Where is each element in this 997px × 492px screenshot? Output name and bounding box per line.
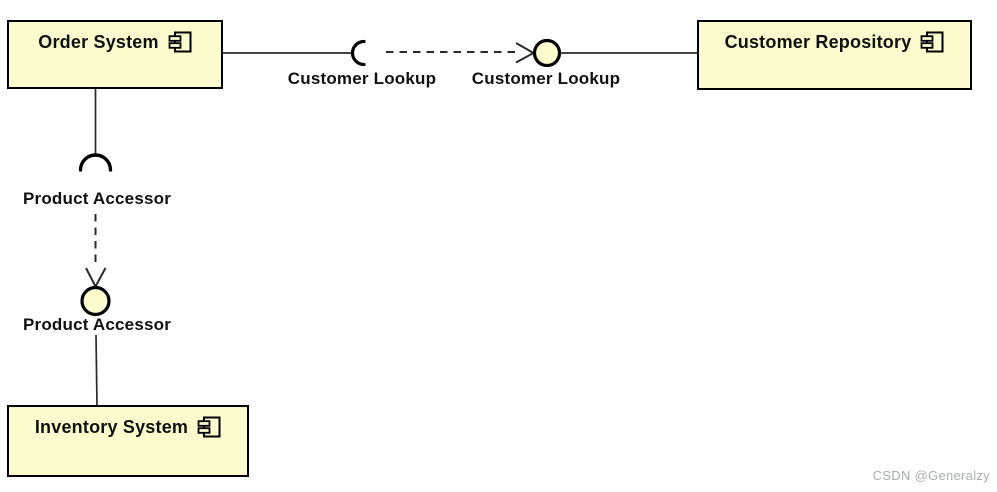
provided-interface-ball-product-accessor <box>80 285 111 317</box>
component-customer-repository: Customer Repository <box>697 20 972 90</box>
required-interface-socket-product-accessor <box>78 153 113 172</box>
component-title: Customer Repository <box>724 31 912 52</box>
uml-component-icon <box>197 416 221 438</box>
component-title: Inventory System <box>34 416 189 437</box>
required-interface-socket-customer-lookup <box>350 39 366 67</box>
interface-label-product-accessor-required: Product Accessor <box>22 189 172 208</box>
component-header: Order System <box>38 31 192 53</box>
edge-ball-to-inventory <box>95 334 98 406</box>
component-header: Inventory System <box>35 416 221 438</box>
component-inventory-system: Inventory System <box>7 405 249 477</box>
component-header: Customer Repository <box>725 31 945 53</box>
uml-component-icon <box>920 31 944 53</box>
provided-interface-ball-customer-lookup <box>532 38 562 68</box>
dependency-arrowhead-product-accessor <box>85 267 107 289</box>
dependency-arrowhead-customer-lookup <box>515 42 536 64</box>
component-order-system: Order System <box>7 20 223 89</box>
uml-component-icon <box>168 31 192 53</box>
interface-label-customer-lookup-required: Customer Lookup <box>287 69 437 88</box>
interface-label-customer-lookup-provided: Customer Lookup <box>471 69 621 88</box>
component-title: Order System <box>38 31 159 52</box>
watermark-text: CSDN @Generalzy <box>872 468 990 483</box>
interface-label-product-accessor-provided: Product Accessor <box>22 315 172 334</box>
